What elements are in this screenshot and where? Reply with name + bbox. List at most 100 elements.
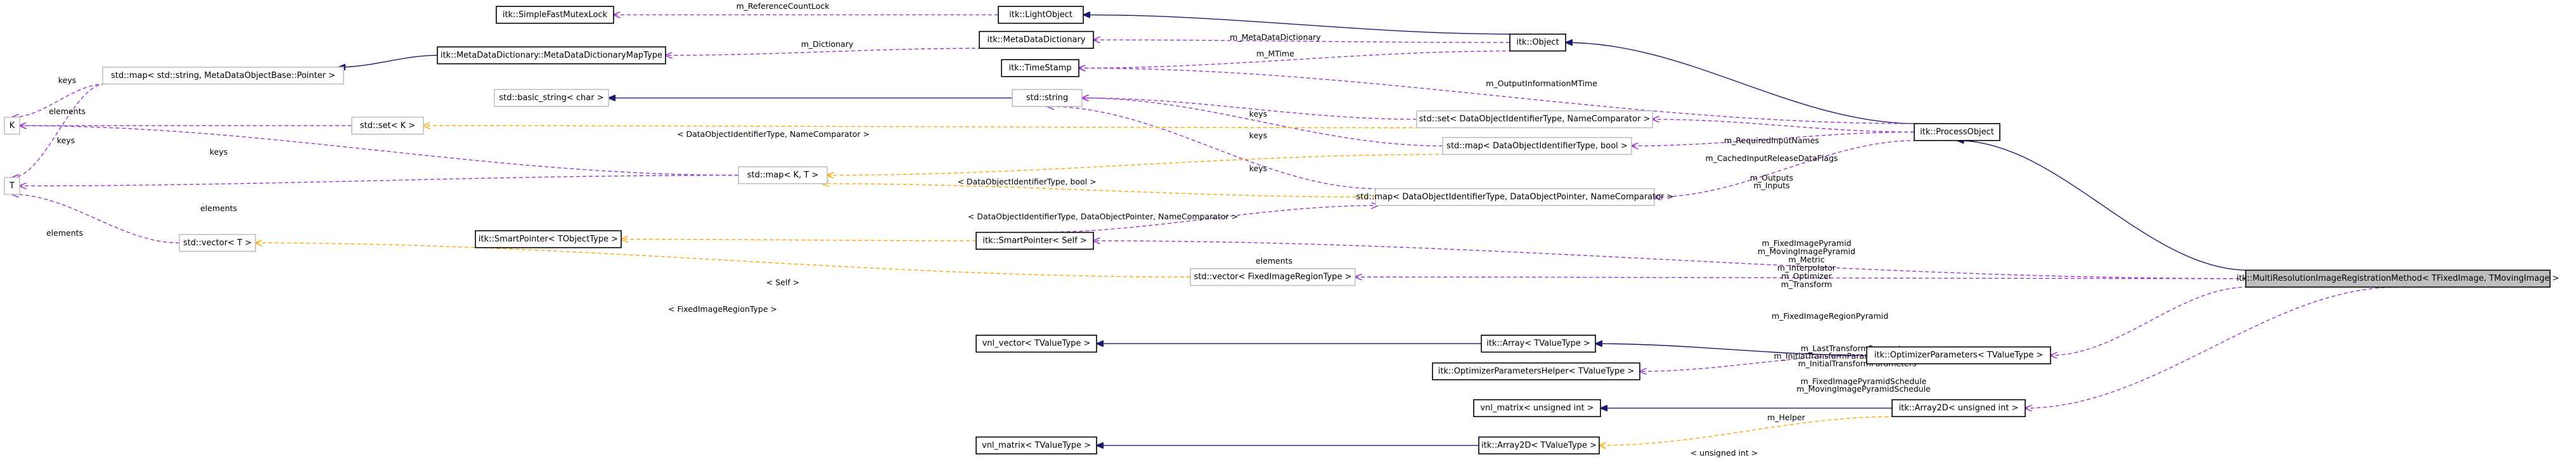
node-box-str[interactable]: [1012, 89, 1083, 107]
node-box-a2d[interactable]: [1478, 436, 1600, 454]
node-arr[interactable]: itk::Array< TValueType >: [1481, 335, 1596, 353]
edge-op-mrm: [2051, 286, 2249, 356]
label-mrm-member-0: m_FixedImagePyramid: [1761, 238, 1851, 248]
node-a2du[interactable]: itk::Array2D< unsigned int >: [1891, 399, 2026, 418]
label-elements-sps: elements: [1256, 256, 1292, 266]
node-box-lo[interactable]: [998, 6, 1084, 24]
node-setk[interactable]: std::set< K >: [351, 117, 424, 135]
label-mrm-member-1: m_MovingImagePyramid: [1758, 247, 1855, 256]
node-box-mapb[interactable]: [1442, 137, 1632, 155]
edge-arr-op: [1595, 344, 1867, 356]
edges-layer: [12, 15, 2399, 445]
node-label-mdmap: itk::MetaDataDictionary::MetaDataDiction…: [441, 51, 662, 60]
edge-ts-po: [1079, 68, 1917, 124]
edge-str-mapb: [1082, 98, 1443, 146]
node-box-mdmap[interactable]: [437, 46, 666, 65]
edge-lo-obj: [1083, 15, 1513, 35]
node-obj[interactable]: itk::Object: [1509, 34, 1566, 52]
node-box-op[interactable]: [1866, 346, 2051, 364]
node-box-po[interactable]: [1914, 123, 2000, 141]
node-lo[interactable]: itk::LightObject: [998, 6, 1084, 24]
label-keys-mapdo: keys: [1249, 164, 1267, 173]
label-mrm-member-4: m_Optimizer: [1781, 271, 1832, 281]
node-mapdo[interactable]: std::map< DataObjectIdentifierType, Data…: [1356, 188, 1674, 207]
edge-t-vect: [12, 195, 180, 243]
node-vect[interactable]: std::vector< T >: [179, 234, 256, 252]
node-box-setk[interactable]: [351, 117, 424, 135]
edge-spt-sps: [621, 239, 977, 241]
label-schedule-member-1: m_MovingImagePyramidSchedule: [1796, 384, 1931, 394]
node-str[interactable]: std::string: [1012, 89, 1083, 107]
node-box-mapkt[interactable]: [738, 166, 828, 184]
node-mapkt[interactable]: std::map< K, T >: [738, 166, 828, 184]
node-box-vnlv[interactable]: [976, 335, 1097, 353]
node-box-T[interactable]: [4, 177, 20, 195]
node-vnlmu[interactable]: vnl_matrix< unsigned int >: [1473, 399, 1601, 418]
node-label-bstr: std::basic_string< char >: [499, 93, 603, 103]
node-oph[interactable]: itk::OptimizerParametersHelper< TValueTy…: [1432, 362, 1640, 381]
label-keys-setk: keys: [57, 136, 75, 145]
nodes-layer: itk::SimpleFastMutexLock itk::LightObject…: [4, 6, 2559, 454]
node-mdmap[interactable]: itk::MetaDataDictionary::MetaDataDiction…: [437, 46, 666, 65]
node-box-vect[interactable]: [179, 234, 256, 252]
node-box-obj[interactable]: [1509, 34, 1566, 52]
node-T[interactable]: T: [4, 177, 20, 195]
node-box-oph[interactable]: [1432, 362, 1640, 381]
node-box-vecf[interactable]: [1190, 268, 1356, 286]
node-a2d[interactable]: itk::Array2D< TValueType >: [1478, 436, 1600, 454]
node-smap[interactable]: std::map< std::string, MetaDataObjectBas…: [102, 67, 344, 85]
node-box-spm[interactable]: [496, 6, 614, 24]
node-label-mrm: itk::MultiResolutionImageRegistrationMet…: [2237, 274, 2560, 283]
label-keys-mapkt: keys: [210, 147, 228, 157]
node-label-arr: itk::Array< TValueType >: [1486, 339, 1590, 349]
node-spt[interactable]: itk::SmartPointer< TObjectType >: [475, 230, 622, 248]
node-box-K[interactable]: [4, 117, 20, 135]
node-box-mrm[interactable]: [2245, 269, 2551, 288]
node-label-obj: itk::Object: [1516, 38, 1559, 48]
node-box-vnlm[interactable]: [976, 436, 1097, 454]
node-sset[interactable]: std::set< DataObjectIdentifierType, Name…: [1416, 110, 1653, 129]
node-po[interactable]: itk::ProcessObject: [1914, 123, 2000, 141]
node-box-sset[interactable]: [1416, 110, 1653, 129]
node-label-ts: itk::TimeStamp: [1008, 63, 1071, 73]
node-bstr[interactable]: std::basic_string< char >: [494, 89, 609, 107]
edge-mdmap-md: [666, 48, 982, 55]
node-box-spt[interactable]: [475, 230, 622, 248]
node-label-op: itk::OptimizerParameters< TValueType >: [1874, 350, 2044, 360]
label-keys-mapb: keys: [1249, 131, 1267, 140]
label-keys-sset: keys: [1249, 109, 1267, 119]
node-md[interactable]: itk::MetaDataDictionary: [979, 30, 1094, 49]
node-vecf[interactable]: std::vector< FixedImageRegionType >: [1190, 268, 1356, 286]
label-dictionary: m_Dictionary: [801, 39, 854, 49]
edge-labels-layer: m_ReferenceCountLockm_Dictionarym_MetaDa…: [46, 1, 1941, 458]
node-box-bstr[interactable]: [494, 89, 609, 107]
node-mapb[interactable]: std::map< DataObjectIdentifierType, bool…: [1442, 137, 1632, 155]
node-ts[interactable]: itk::TimeStamp: [1001, 59, 1079, 77]
edge-po-mrm: [1957, 141, 2249, 271]
node-mrm[interactable]: itk::MultiResolutionImageRegistrationMet…: [2237, 269, 2560, 288]
node-label-po: itk::ProcessObject: [1920, 127, 1994, 137]
label-elements-smap: elements: [49, 106, 86, 116]
node-box-mapdo[interactable]: [1375, 188, 1655, 207]
node-box-md[interactable]: [979, 30, 1094, 49]
node-box-arr[interactable]: [1481, 335, 1596, 353]
node-box-vnlmu[interactable]: [1473, 399, 1601, 418]
edge-t-smap: [12, 83, 106, 177]
node-op[interactable]: itk::OptimizerParameters< TValueType >: [1866, 346, 2051, 364]
label-inputs: m_Inputs: [1753, 181, 1789, 190]
node-box-sps[interactable]: [976, 231, 1094, 250]
node-label-a2du: itk::Array2D< unsigned int >: [1898, 403, 2018, 413]
node-spm[interactable]: itk::SimpleFastMutexLock: [496, 6, 614, 24]
node-box-ts[interactable]: [1001, 59, 1079, 77]
node-box-a2du[interactable]: [1891, 399, 2026, 418]
node-K[interactable]: K: [4, 117, 20, 135]
node-sps[interactable]: itk::SmartPointer< Self >: [976, 231, 1094, 250]
node-label-sset: std::set< DataObjectIdentifierType, Name…: [1419, 115, 1651, 124]
node-vnlm[interactable]: vnl_matrix< TValueType >: [976, 436, 1097, 454]
label-required-input-names: m_RequiredInputNames: [1724, 136, 1819, 145]
node-box-smap[interactable]: [102, 67, 344, 85]
node-vnlv[interactable]: vnl_vector< TValueType >: [976, 335, 1097, 353]
node-label-spm: itk::SimpleFastMutexLock: [503, 10, 608, 20]
node-label-a2d: itk::Array2D< TValueType >: [1481, 440, 1597, 450]
node-label-sps: itk::SmartPointer< Self >: [982, 236, 1086, 245]
